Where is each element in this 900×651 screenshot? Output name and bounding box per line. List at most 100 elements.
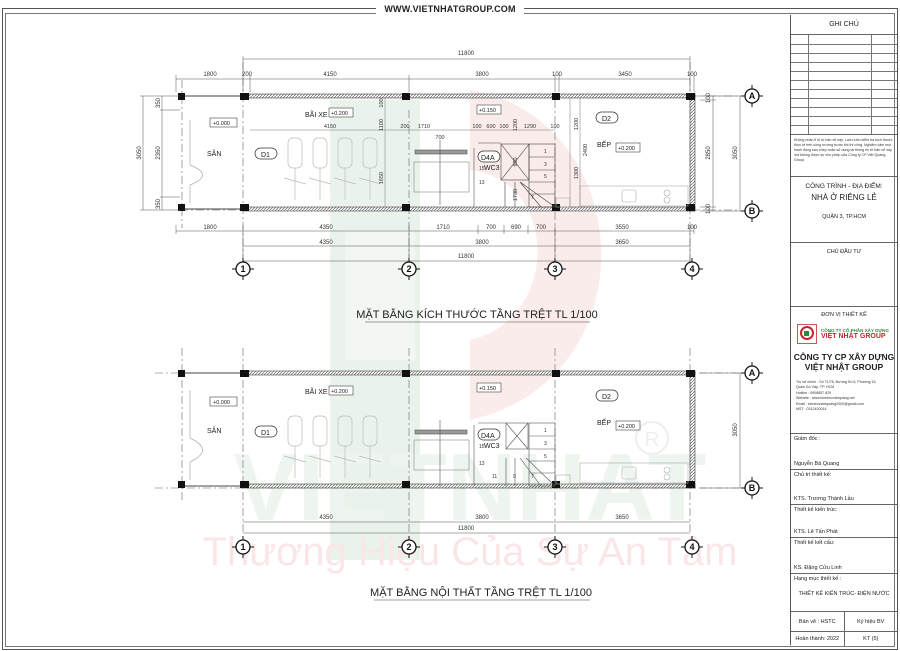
- axis-label-1: 1: [240, 264, 245, 274]
- lead-designer-label: Chủ trì thiết kế:: [794, 472, 832, 478]
- dim-label: 4350: [319, 240, 333, 246]
- axis-label-3: 3: [552, 542, 557, 552]
- dim-label: 1800: [203, 225, 217, 231]
- door-tag-d1: D1: [261, 152, 270, 159]
- axis-label-4: 4: [689, 542, 694, 552]
- company-tax-id: MST : 0312420014: [796, 407, 827, 412]
- dim-label: 3800: [475, 240, 489, 246]
- category-value: THIẾT KẾ KIẾN TRÚC- ĐIỆN NƯỚC: [798, 591, 890, 597]
- stair-step-label: 11: [492, 474, 497, 480]
- dim-label: 1710: [418, 124, 430, 130]
- title-block: GHI CHÚ Không nhân tỉ lệ từ bản vẽ này. …: [790, 15, 897, 646]
- drawing-warning: Không nhân tỉ lệ từ bản vẽ này. Luôn luô…: [791, 135, 897, 177]
- company-name-line2: VIỆT NHẬT GROUP: [804, 362, 884, 372]
- level-tag-san: +0.000: [213, 121, 230, 127]
- dim-label: 100: [552, 72, 563, 78]
- company-email: Email : kientrucvietquang2000@gmail.com: [796, 401, 865, 406]
- dim-label: 600: [486, 124, 495, 130]
- completion-year: Hoàn thành: 2022: [795, 636, 840, 642]
- director-name: Nguyễn Bá Quang: [794, 461, 840, 467]
- dim-label: 1290: [524, 124, 536, 130]
- dim-label: 3800: [475, 72, 489, 78]
- company-name-line1: CÔNG TY CP XÂY DỰNG: [793, 352, 895, 362]
- stair-step-label: 15: [479, 444, 485, 450]
- project-name: NHÀ Ở RIÊNG LẺ: [811, 193, 877, 202]
- stair-step-label: 1: [544, 428, 547, 434]
- door-tag-d2: D2: [602, 394, 611, 401]
- dim-label: 3550: [615, 225, 629, 231]
- stair-step-label: 15: [479, 166, 485, 172]
- room-label-parking: BÃI XE: [305, 387, 328, 396]
- axis-label-4: 4: [689, 264, 694, 274]
- company-info: Trụ sở chính : Số 71/78, Đường Số 6, Phư…: [796, 380, 897, 412]
- sheet-label: Bản vẽ : HSTC: [798, 618, 836, 625]
- dim-label: 200: [400, 124, 409, 130]
- dim-label: 900: [513, 157, 519, 166]
- dim-label: 11800: [458, 254, 475, 260]
- axis-label-b: B: [749, 483, 756, 493]
- plan-title-interior: MẶT BẰNG NỘI THẤT TẦNG TRỆT TL 1/100: [370, 586, 592, 599]
- dim-label: 100: [706, 92, 712, 103]
- dim-label: 2350: [156, 146, 162, 160]
- dim-label: 1300: [574, 167, 580, 179]
- stair-step-label: 9: [513, 474, 516, 480]
- company-name: CÔNG TY CP XÂY DỰNG VIỆT NHẬT GROUP: [791, 352, 897, 372]
- stair-step-label: 5: [544, 454, 547, 460]
- axis-label-2: 2: [406, 542, 411, 552]
- dim-label: 3650: [615, 515, 629, 521]
- axis-label-3: 3: [552, 264, 557, 274]
- dim-label: 1710: [436, 225, 450, 231]
- dim-label: 1200: [513, 119, 519, 131]
- website-url[interactable]: WWW.VIETNHATGROUP.COM: [376, 4, 524, 14]
- dim-label: 3050: [733, 146, 739, 160]
- dim-label: 3650: [615, 240, 629, 246]
- company-district: Quận Gò Vấp, TP. HCM: [796, 385, 835, 390]
- stair-step-label: 7: [531, 195, 534, 201]
- door-tag-d4a: D4A: [481, 433, 495, 440]
- project-location: QUẬN 3, TP.HCM: [822, 214, 866, 220]
- dim-label: 3800: [475, 515, 489, 521]
- structural-section: Thiết kế kết cấu: KS. Đặng Cửu Linh: [791, 538, 897, 574]
- dim-label: 4350: [319, 225, 333, 231]
- dim-label: 3450: [618, 72, 632, 78]
- lead-designer-section: Chủ trì thiết kế: KTS. Trương Thành Lầu: [791, 470, 897, 505]
- lead-designer-name: KTS. Trương Thành Lầu: [794, 496, 854, 502]
- stair-step-label: 13: [479, 461, 485, 467]
- level-tag-parking: +0.200: [331, 111, 348, 117]
- director-label: Giám đốc :: [794, 436, 821, 442]
- room-label-kitchen: BẾP: [597, 417, 611, 427]
- dim-label: 100: [379, 98, 385, 107]
- dim-label: 350: [156, 97, 162, 108]
- notes-grid: [791, 35, 897, 135]
- door-tag-d2: D2: [602, 116, 611, 123]
- dim-label: 3050: [137, 146, 143, 160]
- designer-section: ĐƠN VỊ THIẾT KẾ CÔNG TY CỔ PHẦN XÂY DỰNG…: [791, 312, 897, 434]
- dim-label: 4150: [323, 72, 337, 78]
- dim-label: 1800: [203, 72, 217, 78]
- director-section: Giám đốc : Nguyễn Bá Quang: [791, 434, 897, 470]
- structural-name: KS. Đặng Cửu Linh: [794, 565, 842, 571]
- room-label-san: SÂN: [207, 426, 221, 435]
- dim-label: 700: [435, 135, 444, 141]
- dim-label: 2400: [583, 144, 589, 156]
- stair-step-label: 13: [479, 180, 485, 186]
- stair-step-label: 3: [544, 441, 547, 447]
- dim-label: 100: [706, 203, 712, 214]
- dim-label: 100: [472, 124, 481, 130]
- dim-label: 3050: [733, 423, 739, 437]
- stair-step-label: 1: [544, 149, 547, 155]
- level-tag-wc: +0.150: [479, 386, 496, 392]
- dim-label: 100: [550, 124, 559, 130]
- dim-label: 1100: [379, 119, 385, 131]
- logo-icon: [797, 324, 817, 344]
- level-tag-parking: +0.200: [331, 389, 348, 395]
- axis-label-1: 1: [240, 542, 245, 552]
- dim-top-total: 11800: [458, 51, 475, 57]
- dim-label: 700: [486, 225, 497, 231]
- dim-label: 200: [242, 72, 253, 78]
- project-label: CÔNG TRÌNH - ĐỊA ĐIỂM:: [805, 183, 883, 190]
- website-header: WWW.VIETNHATGROUP.COM: [0, 4, 900, 14]
- sheet-row: Bản vẽ : HSTC Ký hiệu BV: [791, 612, 897, 632]
- company-hotline: Hotline : 0908857 829: [796, 390, 832, 395]
